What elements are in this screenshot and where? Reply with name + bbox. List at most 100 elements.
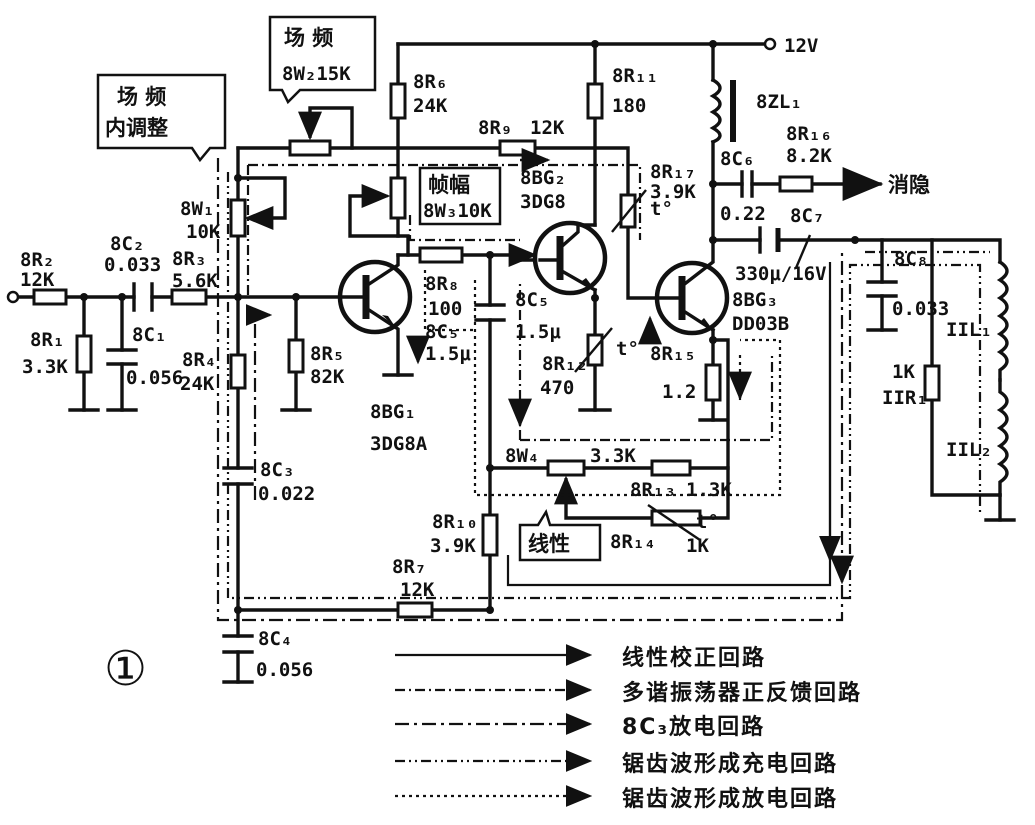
capacitor-c3: [222, 466, 254, 486]
label-r1-value: 3.3K: [22, 356, 68, 378]
callout-field-freq-line2: 8W₂15K: [282, 63, 351, 85]
label-r5-value: 82K: [310, 366, 345, 388]
label-r4-ref: 8R₄: [182, 349, 216, 371]
label-bg2-ref: 8BG₂: [520, 167, 566, 189]
callout-field-freq: 场 频 8W₂15K: [268, 15, 377, 105]
label-r12-value: 470: [540, 377, 574, 399]
label-r11-ref: 8R₁₁: [612, 65, 658, 87]
resistor-r16: [778, 175, 814, 193]
resistor-iir1: [923, 364, 941, 402]
callout-linearity: 线性: [518, 508, 602, 562]
label-c3-ref: 8C₃: [260, 459, 294, 481]
legend-label-discharge: 锯齿波形成放电回路: [622, 786, 838, 812]
label-r16-ref: 8R₁₆: [786, 123, 832, 145]
label-r6-ref: 8R₆: [413, 71, 447, 93]
callout-amplitude: 帧幅 8W₃10K: [418, 166, 502, 226]
label-bg3-ref: 8BG₃: [732, 289, 778, 311]
callout-internal-adjust-line1: 场 频: [117, 85, 166, 109]
label-c2-ref: 8C₂: [110, 233, 144, 255]
label-r17-value: 3.9K: [650, 181, 696, 203]
resistor-r7: [396, 601, 434, 619]
label-r2-value: 12K: [20, 269, 55, 291]
capacitor-c6: [740, 170, 754, 198]
transistor-bg1: [337, 253, 414, 377]
resistor-r15: [704, 363, 722, 402]
resistor-r13: [650, 459, 692, 477]
callout-field-freq-line1: 场 频: [284, 26, 333, 50]
callout-amplitude-line1: 帧幅: [428, 173, 470, 197]
label-r15-value: 1.2: [662, 381, 696, 403]
label-iil2: IIL₂: [946, 439, 992, 461]
capacitor-c2: [132, 282, 154, 312]
legend-label-feedback: 多谐振荡器正反馈回路: [622, 680, 862, 706]
figure-number: ①: [104, 641, 147, 697]
label-r7-value: 12K: [400, 579, 435, 601]
label-c7-ref: 8C₇: [790, 205, 824, 227]
label-c4-value: 0.056: [256, 659, 313, 681]
label-r12-ref: 8R₁₂: [542, 353, 588, 375]
label-iil1: IIL₁: [946, 319, 992, 341]
legend-label-linearity: 线性校正回路: [622, 645, 766, 671]
potentiometer-w2: [288, 139, 332, 157]
legend-item-c3-discharge: 8C₃放电回路: [395, 713, 765, 740]
label-w1-value: 10K: [186, 221, 221, 243]
transistor-bg2: [532, 220, 608, 296]
legend-label-c3-discharge: 8C₃放电回路: [622, 714, 765, 740]
resistor-r8: [418, 246, 464, 264]
supply-voltage-label: 12V: [784, 35, 818, 57]
label-thermal-r12: t°: [616, 338, 639, 360]
choke-zl1: [709, 77, 722, 145]
label-c8-value: 0.033: [892, 298, 949, 320]
label-r13-value: 1.3K: [686, 479, 732, 501]
capacitor-c4: [222, 634, 254, 654]
label-r17-ref: 8R₁₇: [650, 161, 696, 183]
label-iir1-value: IIR₁: [882, 387, 928, 409]
components: [32, 77, 1009, 654]
resistor-r2: [32, 288, 68, 306]
legend: 线性校正回路 多谐振荡器正反馈回路 8C₃放电回路 锯齿波形成充电回路 锯齿波形…: [395, 644, 862, 812]
component-labels: 8R₂ 12K 8R₁ 3.3K 8C₂ 0.033 8C₁ 0.056 8R₃…: [20, 35, 992, 681]
label-c7-value: 330μ/16V: [735, 263, 827, 285]
label-c4-ref: 8C₄: [258, 628, 292, 650]
resistor-r9: [498, 139, 537, 157]
resistor-r11: [586, 82, 604, 120]
legend-label-charge: 锯齿波形成充电回路: [622, 751, 838, 777]
label-r8-value: 100: [428, 298, 462, 320]
transistor-bg3: [654, 238, 730, 336]
capacitor-c8: [866, 280, 898, 298]
resistor-r4: [229, 353, 247, 390]
label-r11-value: 180: [612, 95, 646, 117]
resistor-r3: [170, 288, 208, 306]
resistor-r1: [75, 334, 93, 374]
potentiometer-w3: [389, 176, 407, 220]
label-c8-ref: 8C₈: [894, 248, 928, 270]
label-r9-value: 12K: [530, 117, 565, 139]
callout-linearity-text: 线性: [528, 532, 570, 556]
callout-amplitude-line2: 8W₃10K: [423, 200, 492, 222]
label-w4-ref: 8W₄: [505, 445, 539, 467]
label-r14-value: 1K: [686, 535, 709, 557]
capacitor-c1: [106, 348, 138, 366]
label-c5-ref: 8C₅: [515, 289, 549, 311]
potentiometer-w1: [229, 198, 247, 238]
callout-internal-adjust: 场 频 内调整: [96, 73, 227, 163]
loop-paths: [216, 148, 990, 622]
label-r14-ref: 8R₁₄: [610, 531, 656, 553]
label-c3-value: 0.022: [258, 483, 315, 505]
resistor-r10: [481, 513, 499, 557]
label-r3-ref: 8R₃: [172, 248, 206, 270]
legend-item-feedback: 多谐振荡器正反馈回路: [395, 679, 862, 706]
label-r6-value: 24K: [413, 95, 448, 117]
legend-item-linearity: 线性校正回路: [395, 644, 766, 671]
label-r9-ref: 8R₉: [478, 117, 512, 139]
blanking-output-label: 消隐: [888, 173, 930, 197]
label-r5-ref: 8R₅: [310, 343, 344, 365]
label-thermal-r17: t°: [650, 198, 673, 220]
label-r4-value: 24K: [180, 373, 215, 395]
label-r7-ref: 8R₇: [392, 556, 426, 578]
label-r10-value: 3.9K: [430, 535, 476, 557]
label-bg2-type: 3DG8: [520, 191, 566, 213]
legend-item-charge: 锯齿波形成充电回路: [395, 750, 838, 777]
label-r16-value: 8.2K: [786, 145, 832, 167]
